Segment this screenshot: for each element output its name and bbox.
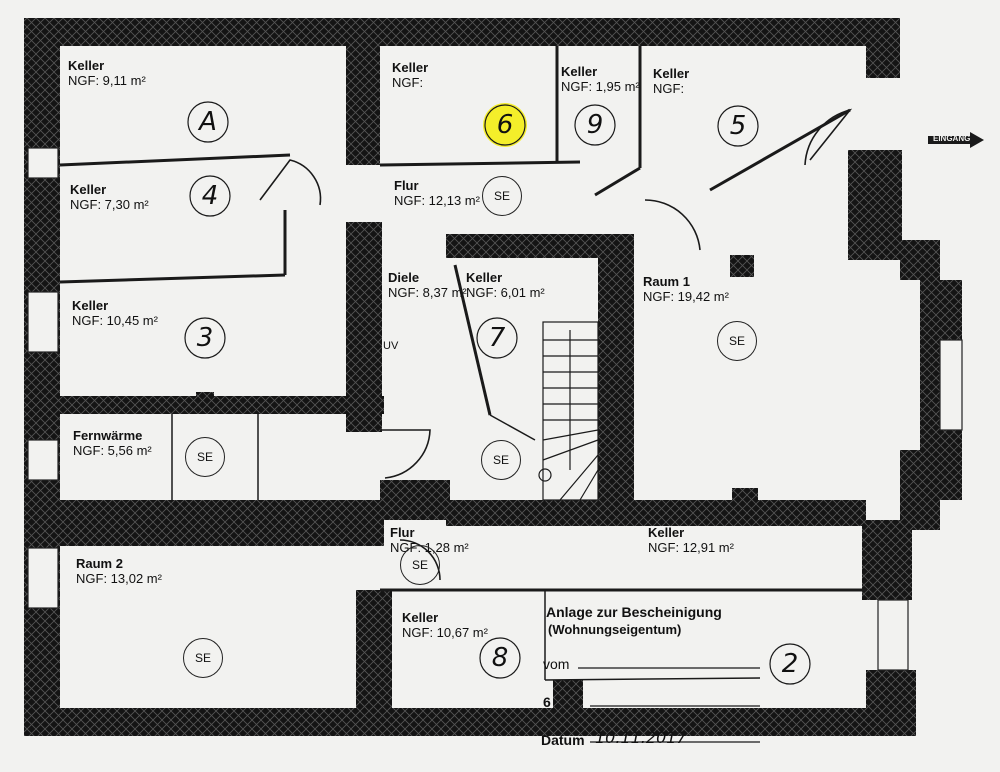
seal-title: Anlage zur Bescheinigung	[546, 604, 722, 620]
room-number-5: 5	[729, 111, 747, 141]
room-number-8: 8	[491, 643, 509, 673]
seal-vom-label: vom	[543, 656, 570, 672]
room-area: NGF: 1,95 m²	[561, 79, 640, 94]
room-number-3: 3	[196, 323, 214, 353]
room-name: Keller	[392, 60, 429, 75]
room-name: Flur	[394, 178, 419, 193]
room-label-keller-3: Keller NGF: 10,45 m²	[72, 298, 158, 328]
room-area: NGF:	[392, 75, 424, 90]
seal-datum-value: 10.11.2017	[595, 728, 687, 747]
seal-az-label: 6	[543, 694, 551, 710]
se-marker-diele: SE	[481, 440, 521, 480]
room-name: Fernwärme	[73, 428, 143, 443]
room-area: NGF: 10,45 m²	[72, 313, 158, 328]
room-label-keller-8: Keller NGF: 10,67 m²	[402, 610, 488, 640]
room-label-keller-4: Keller NGF: 7,30 m²	[70, 182, 149, 212]
room-label-keller-6: Keller NGF:	[392, 60, 428, 90]
entrance-label: EINGANG	[933, 134, 971, 143]
room-name: Raum 1	[643, 274, 690, 289]
room-name: Keller	[466, 270, 503, 285]
room-number-2: 2	[781, 649, 799, 679]
se-marker-raum-2: SE	[183, 638, 223, 678]
entrance-arrow-icon	[928, 132, 984, 148]
room-number-a: A	[199, 107, 217, 137]
partitions	[59, 46, 866, 681]
doors	[259, 108, 853, 581]
room-number-ring-6	[484, 104, 526, 146]
room-area: NGF: 8,37 m²	[388, 285, 467, 300]
room-label-raum-1: Raum 1 NGF: 19,42 m²	[643, 274, 729, 304]
room-area: NGF: 19,42 m²	[643, 289, 729, 304]
room-label-flur-upper: Flur NGF: 12,13 m²	[394, 178, 480, 208]
room-name: Keller	[561, 64, 598, 79]
room-area: NGF:	[653, 81, 685, 96]
room-area: NGF: 10,67 m²	[402, 625, 488, 640]
room-area: NGF: 13,02 m²	[76, 571, 162, 586]
room-area: NGF: 5,56 m²	[73, 443, 152, 458]
room-name: Diele	[388, 270, 420, 285]
room-number-4: 4	[201, 181, 219, 211]
room-name: Keller	[648, 525, 685, 540]
room-label-keller-2: Keller NGF: 12,91 m²	[648, 525, 734, 555]
room-name: Keller	[653, 66, 690, 81]
room-area: NGF: 7,30 m²	[70, 197, 149, 212]
room-number-6: 6	[496, 110, 514, 140]
highlight-marker	[483, 103, 527, 147]
room-area: NGF: 9,11 m²	[68, 73, 146, 88]
se-marker-fernwaerme: SE	[185, 437, 225, 477]
room-name: Raum 2	[76, 556, 123, 571]
room-area: NGF: 12,13 m²	[394, 193, 480, 208]
room-label-fernwaerme: Fernwärme NGF: 5,56 m²	[73, 428, 152, 458]
room-number-7: 7	[488, 323, 506, 353]
seal-lines	[578, 667, 760, 743]
room-label-keller-a: Keller NGF: 9,11 m²	[68, 58, 146, 88]
room-number-9: 9	[586, 110, 604, 140]
room-label-keller-7: Keller NGF: 6,01 m²	[466, 270, 545, 300]
room-area: NGF: 12,91 m²	[648, 540, 734, 555]
room-name: Keller	[68, 58, 105, 73]
uv-label: UV	[383, 340, 399, 352]
inner-walls	[24, 30, 866, 720]
staircase	[538, 321, 599, 501]
room-label-diele: Diele NGF: 8,37 m²	[388, 270, 467, 300]
outer-walls	[24, 18, 962, 736]
room-name: Keller	[70, 182, 107, 197]
se-marker-raum-1: SE	[717, 321, 757, 361]
se-marker-flur-lower: SE	[400, 545, 440, 585]
room-name: Flur	[390, 525, 415, 540]
se-marker-flur: SE	[482, 176, 522, 216]
seal-datum-label: Datum	[541, 732, 585, 748]
room-number-rings	[184, 101, 811, 685]
windows	[27, 147, 963, 671]
room-name: Keller	[72, 298, 109, 313]
room-label-keller-5: Keller NGF:	[653, 66, 689, 96]
room-name: Keller	[402, 610, 439, 625]
room-label-raum-2: Raum 2 NGF: 13,02 m²	[76, 556, 162, 586]
room-area: NGF: 6,01 m²	[466, 285, 545, 300]
room-label-keller-9: Keller NGF: 1,95 m²	[561, 64, 640, 94]
seal-subtitle: (Wohnungseigentum)	[548, 622, 682, 637]
